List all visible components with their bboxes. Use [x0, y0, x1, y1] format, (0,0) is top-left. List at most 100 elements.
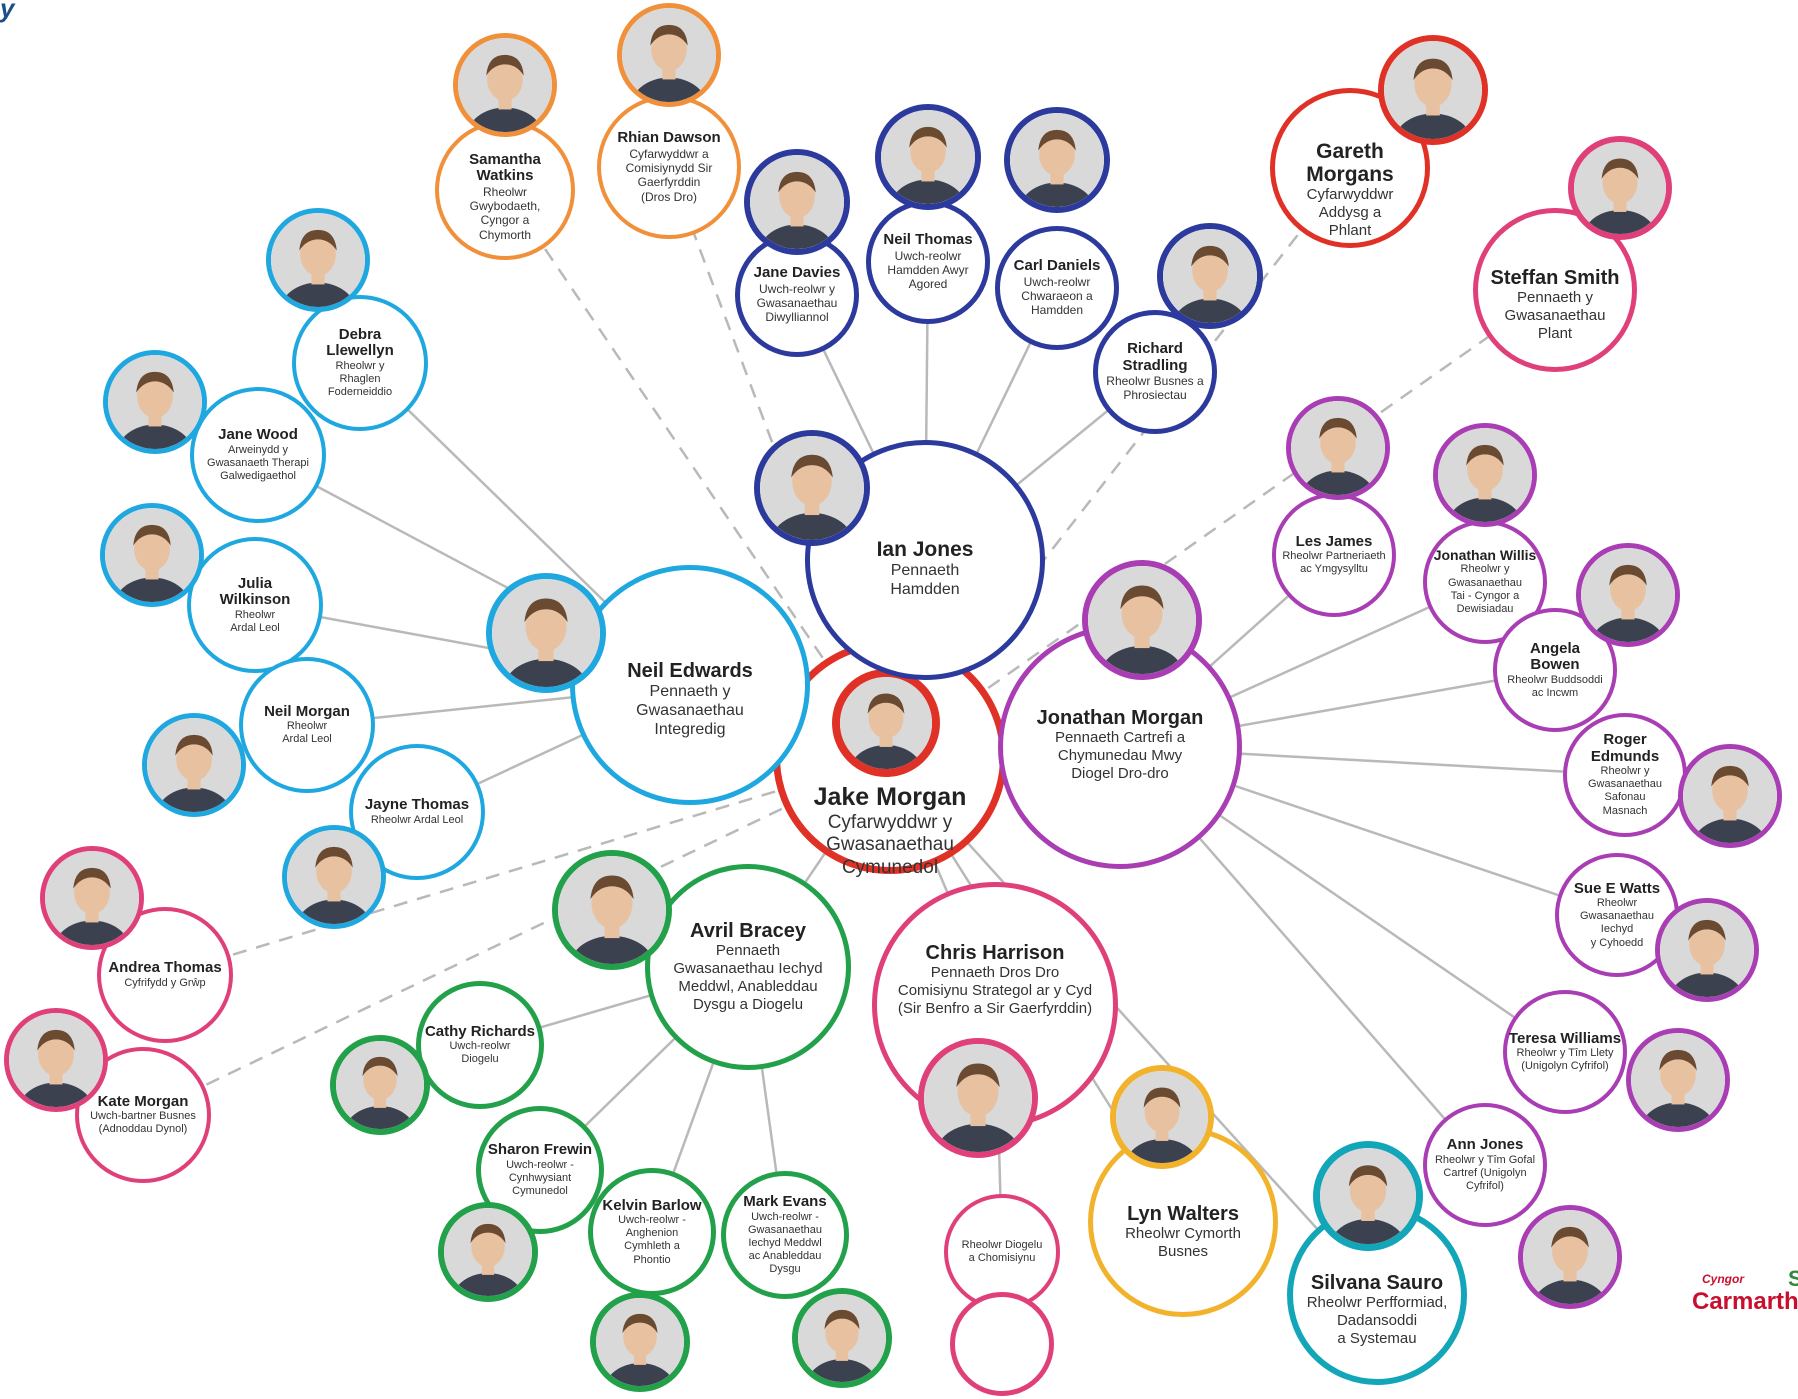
connector-jake-samantha: [503, 189, 892, 758]
person-role: Rheolwr y Tîm Llety (Unigolyn Cyfrifol): [1516, 1047, 1614, 1073]
person-role: Cyfarwyddwr y Gwasanaethau Cymunedol: [826, 811, 954, 879]
person-role: Rheolwr y Tîm Gofal Cartref (Unigolyn Cy…: [1434, 1153, 1536, 1192]
person-role: Rheolwr Diogelu a Chomisiynu: [961, 1239, 1043, 1265]
person-role: Pennaeth y Gwasanaethau Plant: [1504, 289, 1606, 342]
person-node-neilt: [866, 200, 990, 324]
person-role: Rheolwr Busnes a Phrosiectau: [1106, 374, 1204, 403]
person-name: Lyn Walters: [1127, 1203, 1239, 1225]
person-name: Steffan Smith: [1490, 267, 1620, 289]
person-name: Ann Jones: [1446, 1136, 1524, 1153]
person-name: Andrea Thomas: [108, 959, 222, 976]
portrait-photo: [100, 503, 204, 607]
portrait-photo: [1518, 1205, 1622, 1309]
portrait-photo: [617, 3, 721, 107]
person-name: Sue E Watts: [1573, 879, 1661, 897]
person-name: Angela Bowen: [1529, 639, 1580, 673]
person-node-janew: [190, 387, 326, 523]
portrait-photo: [486, 573, 606, 693]
portrait-photo: [1655, 898, 1759, 1002]
person-name: Kelvin Barlow: [602, 1196, 702, 1214]
person-node-avril: [645, 864, 851, 1070]
person-role: Pennaeth y Gwasanaethau Integredig: [636, 683, 744, 739]
person-node-neilm: [239, 657, 375, 793]
person-name: Jonathan Willis: [1433, 547, 1537, 563]
person-node-julia: [187, 537, 323, 673]
person-role: Rheolwr Ardal Leol: [230, 608, 280, 634]
person-node-samantha: [435, 120, 575, 260]
person-name: Gareth Morgans: [1306, 140, 1394, 187]
person-name: Debra Llewellyn: [326, 325, 394, 359]
person-name: Silvana Sauro: [1310, 1272, 1444, 1294]
person-node-ann: [1423, 1103, 1547, 1227]
connector-jake-andrea: [164, 755, 891, 977]
person-name: Samantha Watkins: [469, 150, 541, 184]
person-name: Jayne Thomas: [364, 796, 470, 813]
portrait-photo: [744, 149, 850, 255]
person-role: Pennaeth Gwasanaethau Iechyd Meddwl, Ana…: [673, 942, 823, 1013]
person-node-debra: [292, 295, 428, 431]
person-name: Julia Wilkinson: [219, 574, 291, 608]
portrait-photo: [282, 825, 386, 929]
person-name: Neil Thomas: [883, 231, 973, 248]
portrait-photo: [552, 850, 672, 970]
portrait-photo: [103, 350, 207, 454]
portrait-photo: [1004, 107, 1110, 213]
portrait-photo: [1082, 560, 1202, 680]
person-role: Rheolwr y Rhaglen Foderneiddio: [327, 359, 393, 398]
portrait-photo: [438, 1202, 538, 1302]
person-name: Rhian Dawson: [617, 129, 721, 146]
person-name: Chris Harrison: [925, 942, 1065, 964]
person-role: Rheolwr y Gwasanaethau Safonau Masnach: [1588, 765, 1662, 817]
person-role: Uwch-reolwr Diogelu: [449, 1040, 511, 1066]
person-role: Rheolwr Buddsoddi ac Incwm: [1507, 673, 1603, 699]
person-role: Cyfrifydd y Grŵp: [124, 976, 206, 989]
person-name: Jonathan Morgan: [1036, 707, 1204, 729]
person-node-mark: [721, 1171, 849, 1299]
portrait-photo: [266, 208, 370, 312]
portrait-photo: [832, 669, 940, 777]
person-name: Roger Edmunds: [1590, 731, 1660, 765]
person-node-diogelu: [944, 1194, 1060, 1310]
portrait-photo: [918, 1038, 1038, 1158]
person-name: Jake Morgan: [813, 783, 967, 811]
portrait-photo: [1568, 136, 1672, 240]
portrait-photo: [792, 1288, 892, 1388]
portrait-photo: [40, 846, 144, 950]
person-name: Teresa Williams: [1508, 1029, 1622, 1047]
person-node-gareth: [1270, 88, 1430, 248]
person-role: Rheolwr Partneriaeth ac Ymgysylltu: [1282, 550, 1386, 576]
person-role: Uwch-reolwr Hamdden Awyr Agored: [887, 248, 969, 292]
portrait-photo: [1378, 35, 1488, 145]
person-role: Rheolwr Gwybodaeth, Cyngor a Chymorth: [469, 184, 541, 242]
connector-jake-kate: [142, 755, 891, 1117]
portrait-photo: [330, 1035, 430, 1135]
portrait-photo: [453, 33, 557, 137]
council-logo: Cyngor Carmarth S: [1692, 1266, 1798, 1332]
person-text-diogelu: Rheolwr Diogelu a Chomisiynu: [924, 1239, 1080, 1265]
portrait-photo: [1678, 744, 1782, 848]
person-name: Jane Davies: [753, 264, 841, 281]
person-node-roger: [1563, 713, 1687, 837]
portrait-photo: [1157, 223, 1263, 329]
person-role: Cyfarwyddwr a Comisiynydd Sir Gaerfyrddi…: [625, 146, 713, 204]
person-node-cathy: [416, 981, 544, 1109]
person-role: Rheolwr Ardal Leol: [370, 813, 464, 826]
